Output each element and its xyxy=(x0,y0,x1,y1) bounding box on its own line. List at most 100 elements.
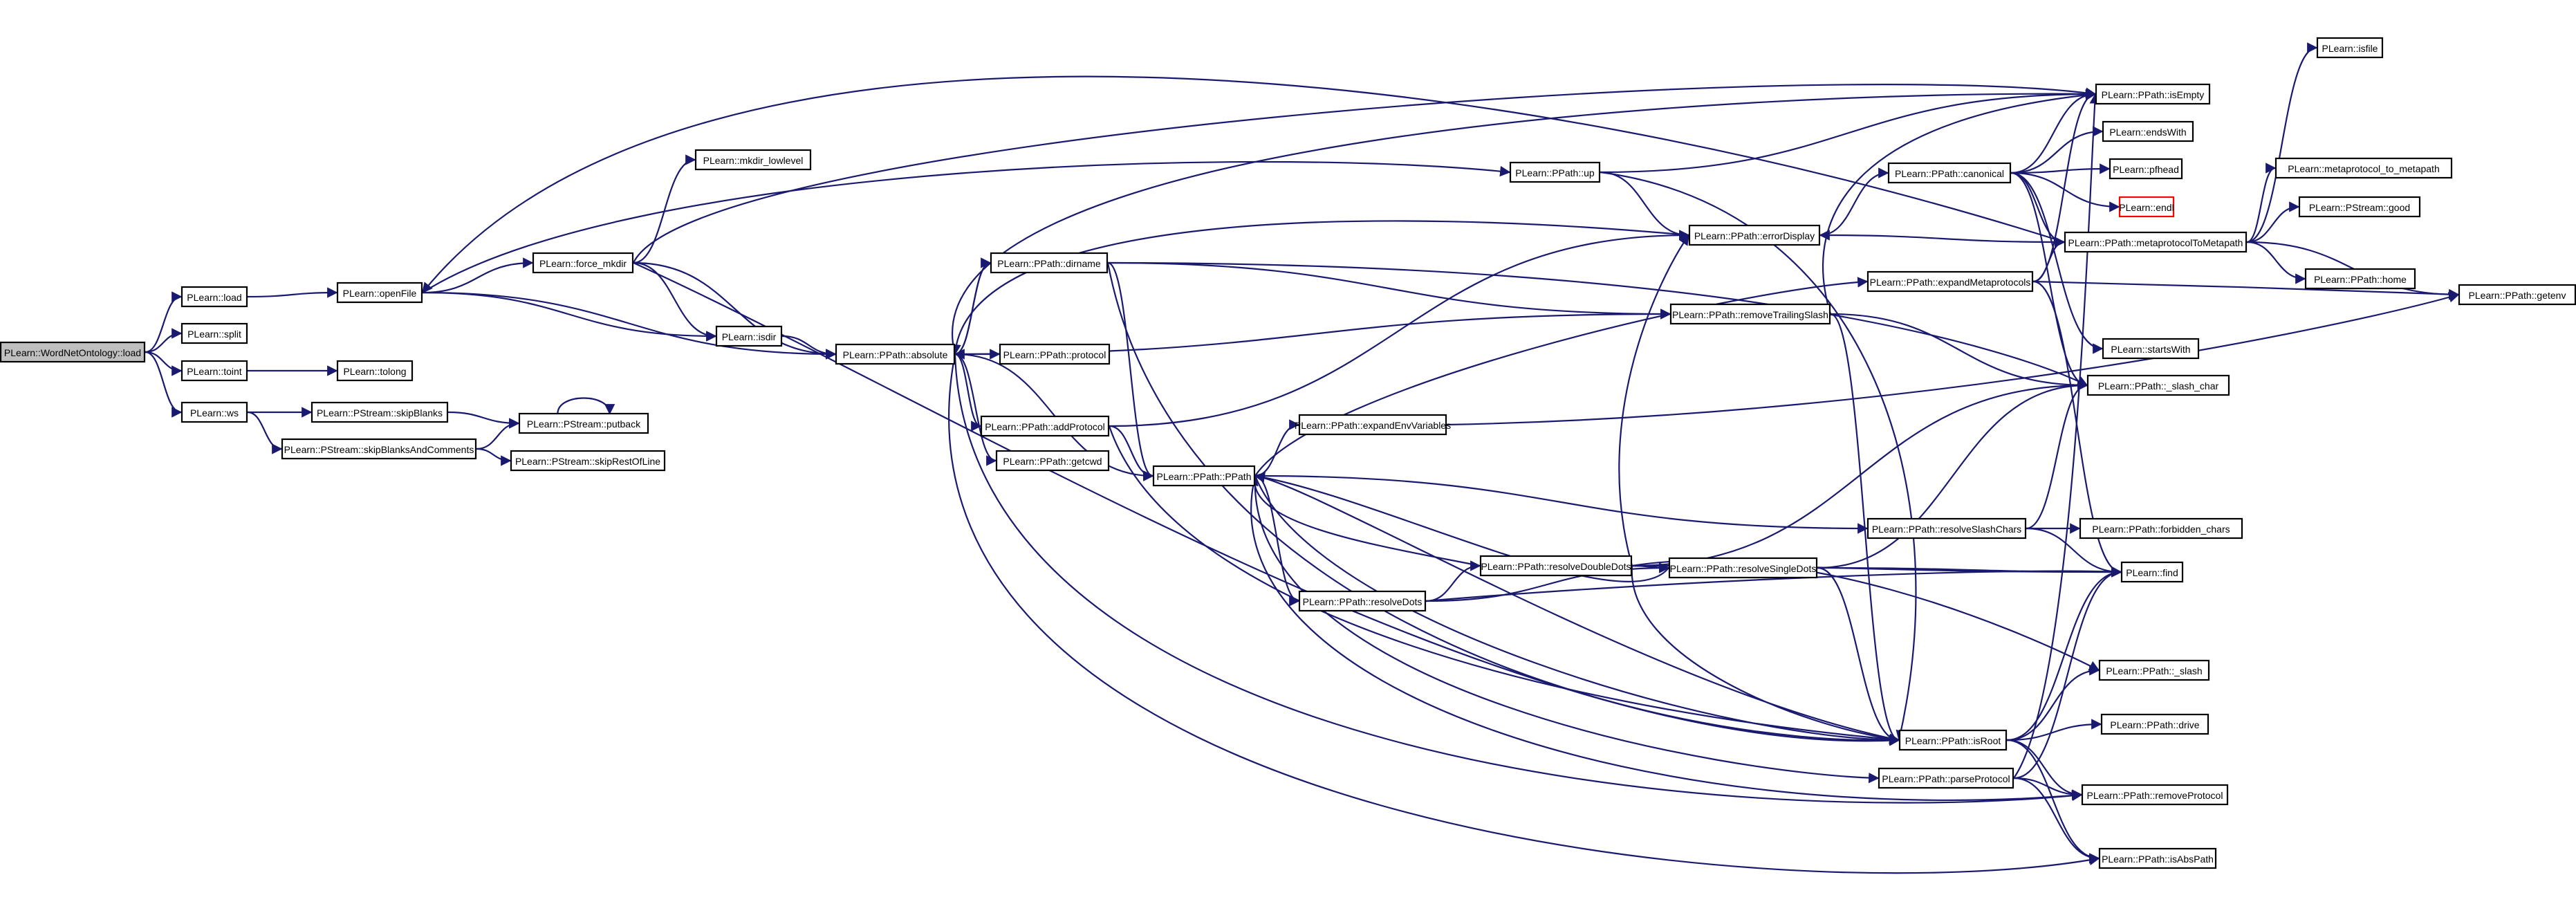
node-home[interactable]: PLearn::PPath::home xyxy=(2304,268,2416,290)
edge-canonical-to-startsWith xyxy=(2010,172,2104,354)
edge-force_mkdir-to-absolute xyxy=(633,261,837,360)
node-drive[interactable]: PLearn::PPath::drive xyxy=(2100,713,2209,735)
node-mkdir-lowlevel[interactable]: PLearn::mkdir_lowlevel xyxy=(694,149,812,171)
node-label: PLearn::openFile xyxy=(343,288,417,299)
node-removetrailingslash[interactable]: PLearn::PPath::removeTrailingSlash xyxy=(1669,303,1831,325)
node-box xyxy=(180,360,248,382)
node-root[interactable]: PLearn::WordNetOntology::load xyxy=(0,341,146,363)
edge-metaprotocolToMetapath-to-isfile xyxy=(2246,42,2318,243)
node-expandenvvariables[interactable]: PLearn::PPath::expandEnvVariables xyxy=(1295,414,1451,436)
node-good[interactable]: PLearn::PStream::good xyxy=(2298,196,2421,218)
node-protocol[interactable]: PLearn::PPath::protocol xyxy=(999,343,1111,365)
edge-absolute-to-isEmpty xyxy=(952,89,2097,355)
node-resolveslashchars[interactable]: PLearn::PPath::resolveSlashChars xyxy=(1866,517,2027,540)
node-label: PLearn::PPath::_slash xyxy=(2106,665,2202,676)
node-label: PLearn::PPath::errorDisplay xyxy=(1694,230,1815,241)
node-up[interactable]: PLearn::PPath::up xyxy=(1509,161,1601,183)
node-addprotocol[interactable]: PLearn::PPath::addProtocol xyxy=(980,415,1110,437)
edge-resolveDoubleDots-to-isRoot xyxy=(1631,565,1900,744)
node-errordisplay[interactable]: PLearn::PPath::errorDisplay xyxy=(1688,224,1821,246)
edge-errorDisplay-to-canonical xyxy=(1819,167,1889,237)
node-parseprotocol[interactable]: PLearn::PPath::parseProtocol xyxy=(1878,767,2014,789)
node-endl[interactable]: PLearn::endl xyxy=(2118,196,2175,218)
node-box xyxy=(1668,557,1818,579)
node-box xyxy=(180,401,248,423)
edge-expandMetaprotocols-to-getenv xyxy=(2032,280,2460,300)
node-label: PLearn::PPath::protocol xyxy=(1003,349,1106,360)
edge-openFile-to-isdir xyxy=(422,291,717,342)
node-label: PLearn::PPath::canonical xyxy=(1895,168,2004,179)
node-ws[interactable]: PLearn::ws xyxy=(180,401,248,423)
node-box xyxy=(1298,414,1447,436)
node-skiprestofline[interactable]: PLearn::PStream::skipRestOfLine xyxy=(510,450,666,472)
edge-canonical-to-isEmpty xyxy=(2010,89,2097,174)
edge-isRoot-to-drive xyxy=(2006,719,2102,741)
edge-resolveSingleDots-to-PPath xyxy=(1254,472,1669,582)
edge-PPath-to-resolveSlashChars xyxy=(1254,474,1869,534)
node-canonical[interactable]: PLearn::PPath::canonical xyxy=(1887,162,2012,184)
node-box xyxy=(281,438,477,460)
node-box xyxy=(2274,157,2453,179)
node-slash-char[interactable]: PLearn::PPath::_slash_char xyxy=(2086,374,2230,396)
node-label: PLearn::toint xyxy=(187,366,241,377)
node-putback[interactable]: PLearn::PStream::putback xyxy=(518,412,649,434)
node-box xyxy=(1669,303,1831,325)
edge-expandEnvVariables-to-getenv xyxy=(1446,292,2460,426)
node-isfile[interactable]: PLearn::isfile xyxy=(2316,37,2384,59)
node-isempty[interactable]: PLearn::PPath::isEmpty xyxy=(2095,83,2211,105)
node-ppath[interactable]: PLearn::PPath::PPath xyxy=(1152,465,1256,487)
node-pfhead[interactable]: PLearn::pfhead xyxy=(2109,158,2183,180)
edge-parseProtocol-to-isEmpty xyxy=(2013,93,2100,779)
node-split[interactable]: PLearn::split xyxy=(180,322,248,344)
node-metaprotocoltometapath[interactable]: PLearn::PPath::metaprotocolToMetapath xyxy=(2064,231,2248,253)
node-skipblanksandcomments[interactable]: PLearn::PStream::skipBlanksAndComments xyxy=(281,438,477,460)
node-skipblanks[interactable]: PLearn::PStream::skipBlanks xyxy=(311,401,449,423)
edge-canonical-to-slash_char xyxy=(2010,172,2088,391)
node-box xyxy=(980,415,1110,437)
node-box xyxy=(2102,120,2194,142)
nodes: PLearn::WordNetOntology::load PLearn::loa… xyxy=(0,37,2576,869)
node-absolute[interactable]: PLearn::PPath::absolute xyxy=(835,343,956,365)
node-load[interactable]: PLearn::load xyxy=(180,286,248,308)
edge-up-to-isEmpty xyxy=(1600,89,2097,174)
node-find[interactable]: PLearn::find xyxy=(2120,561,2184,583)
node-endswith[interactable]: PLearn::endsWith xyxy=(2102,120,2194,142)
edge-root-to-load xyxy=(145,291,183,353)
edge-isRoot-to-isAbsPath xyxy=(2006,739,2100,864)
node-dirname[interactable]: PLearn::PPath::dirname xyxy=(990,252,1109,274)
edge-isRoot-to-slash xyxy=(2006,665,2100,741)
node-getenv[interactable]: PLearn::PPath::getenv xyxy=(2458,284,2576,306)
node-force-mkdir[interactable]: PLearn::force_mkdir xyxy=(532,252,634,274)
node-isroot[interactable]: PLearn::PPath::isRoot xyxy=(1898,729,2008,751)
node-openfile[interactable]: PLearn::openFile xyxy=(336,282,423,304)
node-getcwd[interactable]: PLearn::PPath::getcwd xyxy=(995,450,1110,472)
node-isdir[interactable]: PLearn::isdir xyxy=(715,325,783,347)
node-label: PLearn::ws xyxy=(190,407,239,418)
node-slash[interactable]: PLearn::PPath::_slash xyxy=(2098,659,2210,681)
node-resolvesingledots[interactable]: PLearn::PPath::resolveSingleDots xyxy=(1668,557,1818,579)
edge-force_mkdir-to-isRoot xyxy=(633,261,1900,746)
edge-ws-to-skipBlanksAndComments xyxy=(247,411,283,454)
node-toint[interactable]: PLearn::toint xyxy=(180,360,248,382)
node-expandmetaprotocols[interactable]: PLearn::PPath::expandMetaprotocols xyxy=(1866,270,2034,293)
node-box xyxy=(180,286,248,308)
node-metaprotocol-to-metapath[interactable]: PLearn::metaprotocol_to_metapath xyxy=(2274,157,2453,179)
node-box xyxy=(715,325,783,347)
edge-absolute-to-isAbsPath xyxy=(948,353,2100,874)
node-forbidden-chars[interactable]: PLearn::PPath::forbidden_chars xyxy=(2079,517,2243,540)
node-label: PLearn::isdir xyxy=(722,331,777,342)
node-tolong[interactable]: PLearn::tolong xyxy=(336,360,414,382)
node-label: PLearn::pfhead xyxy=(2113,164,2179,175)
node-resolvedots[interactable]: PLearn::PPath::resolveDots xyxy=(1298,590,1427,612)
edge-parseProtocol-to-removeProtocol xyxy=(2013,777,2083,800)
node-box xyxy=(2298,196,2421,218)
node-isabspath[interactable]: PLearn::PPath::isAbsPath xyxy=(2098,847,2217,869)
node-label: PLearn::PPath::resolveDoubleDots xyxy=(1481,561,1631,572)
node-resolvedoubledots[interactable]: PLearn::PPath::resolveDoubleDots xyxy=(1479,555,1633,577)
node-label: PLearn::PPath::removeProtocol xyxy=(2087,790,2223,801)
node-box xyxy=(990,252,1109,274)
edge-putback-to-putback xyxy=(557,397,615,415)
node-startswith[interactable]: PLearn::startsWith xyxy=(2102,338,2200,360)
node-label: PLearn::PStream::good xyxy=(2309,202,2410,213)
node-removeprotocol[interactable]: PLearn::PPath::removeProtocol xyxy=(2081,784,2229,806)
